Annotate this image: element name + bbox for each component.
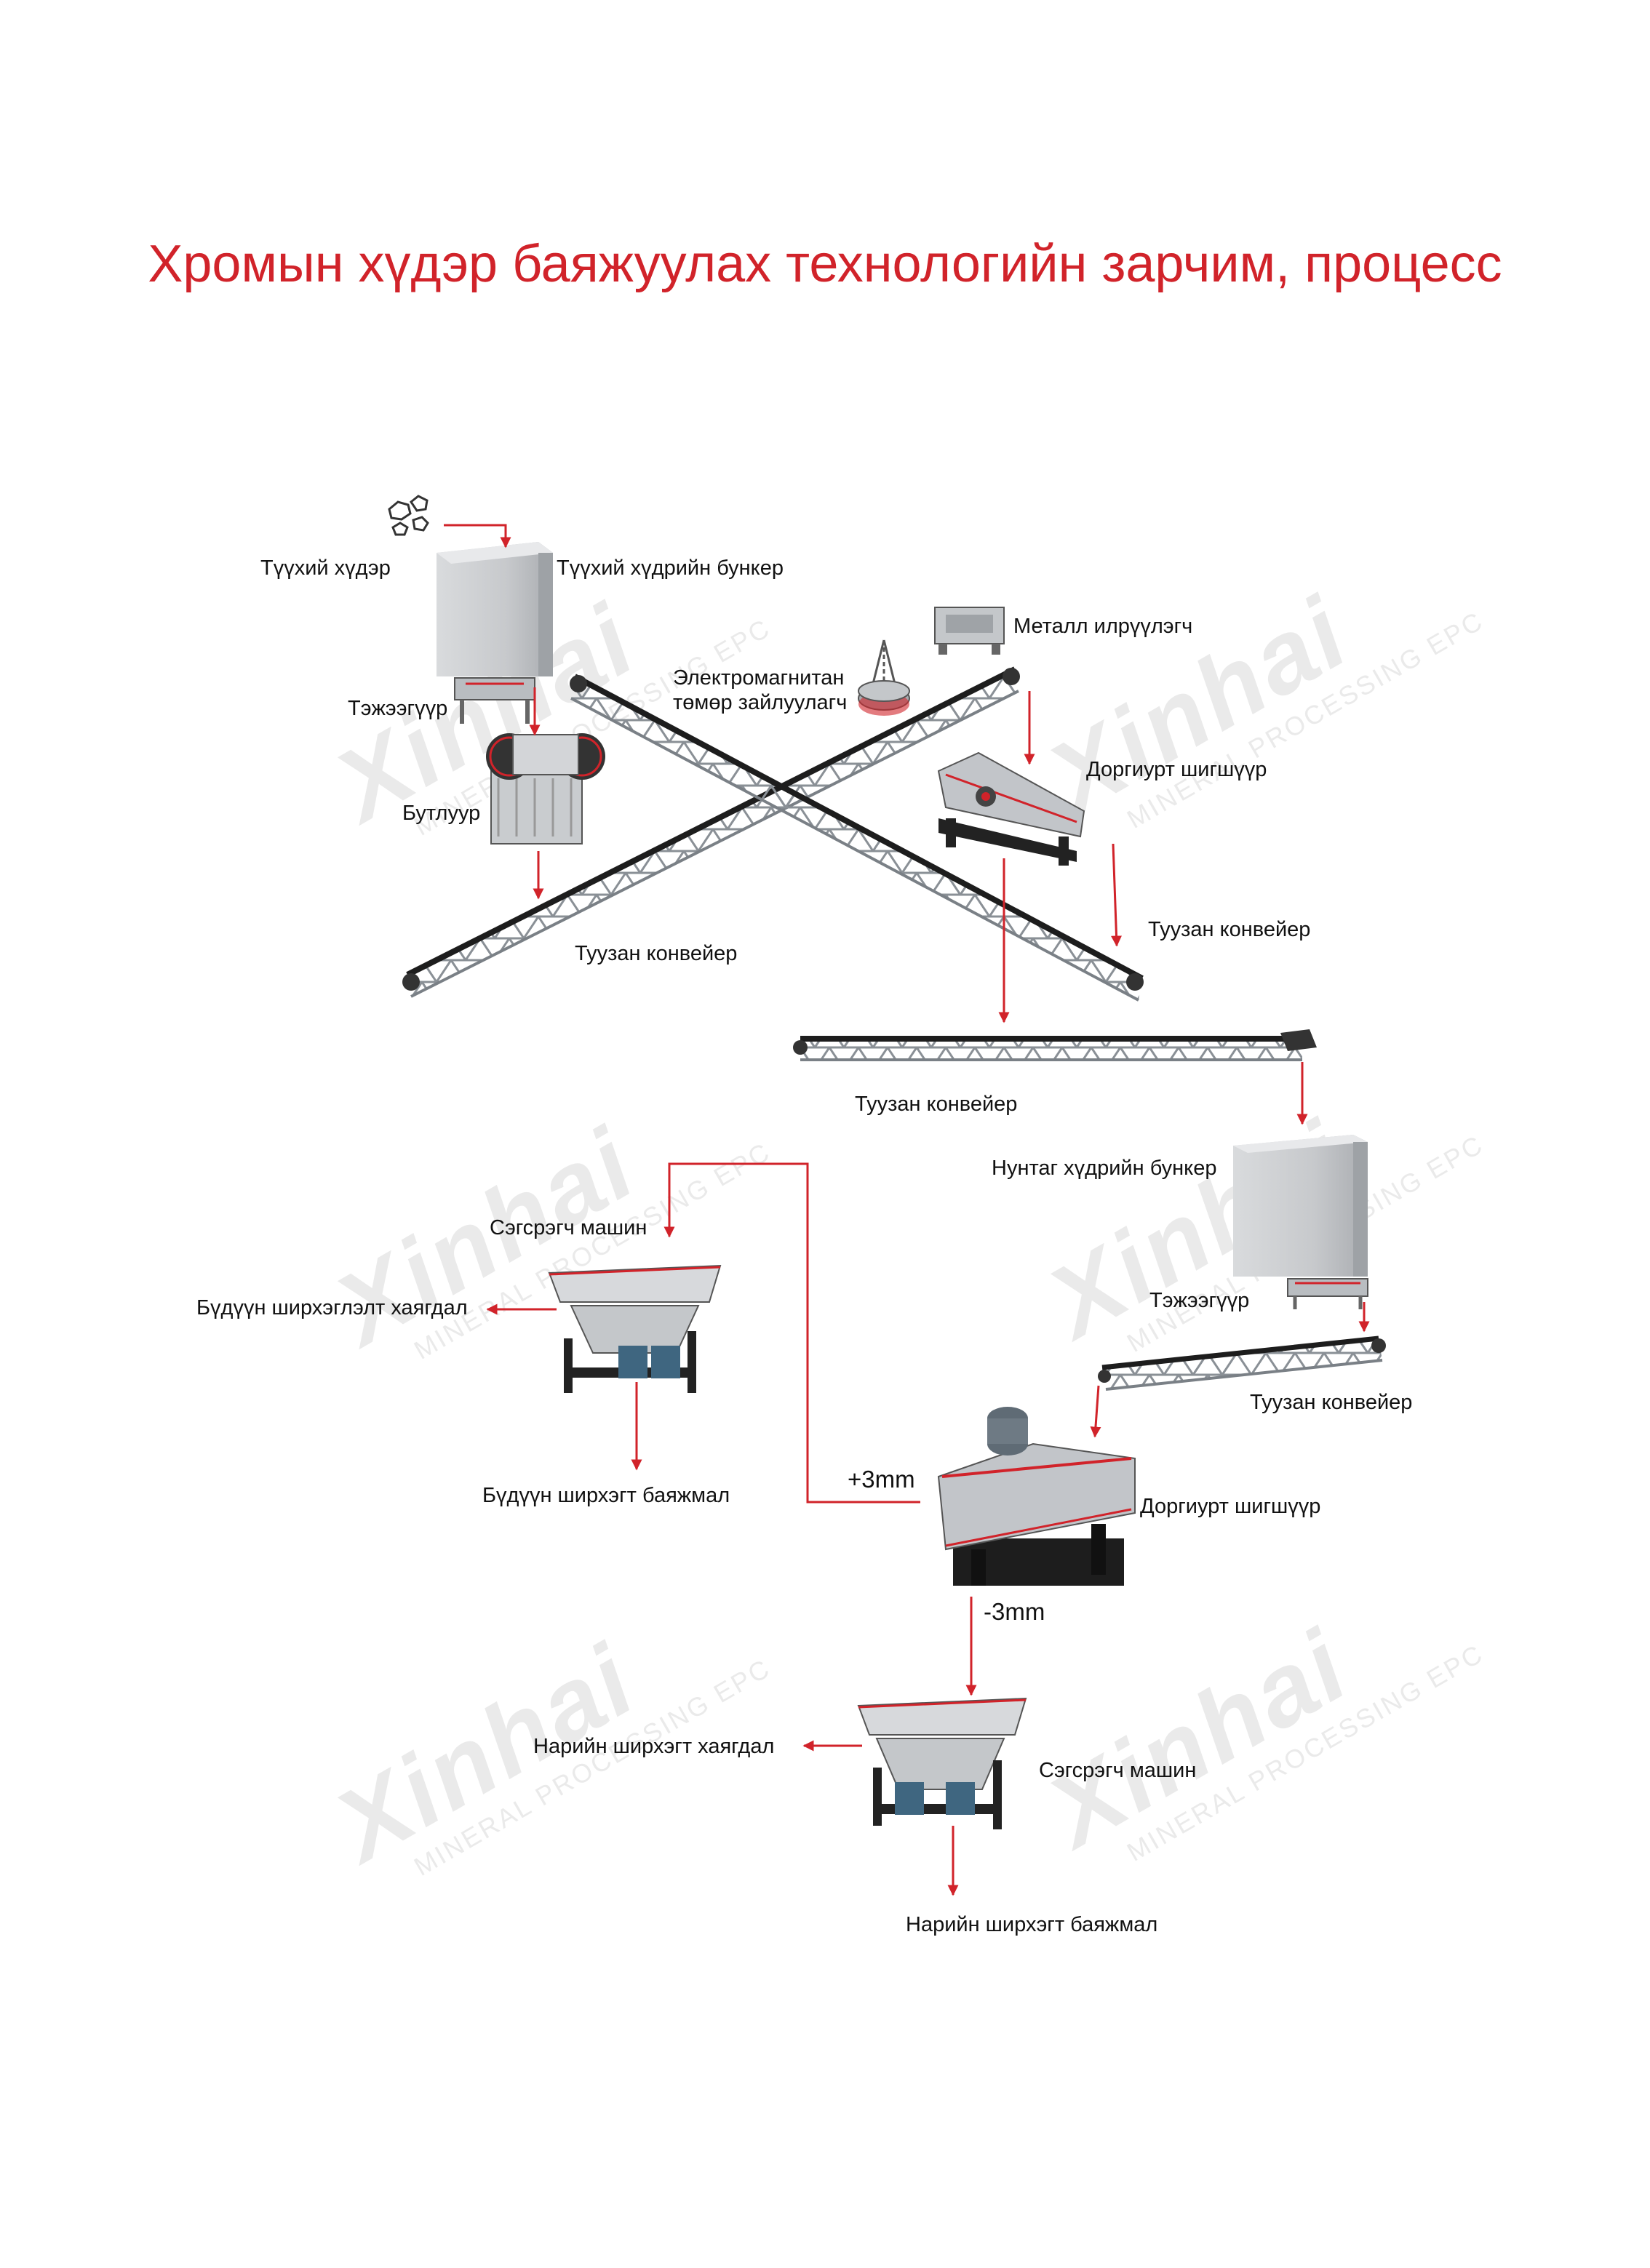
label-plus-3mm: +3mm (848, 1466, 915, 1493)
label-coarse-tailings: Бүдүүн ширхэглэлт хаягдал (196, 1296, 468, 1320)
label-belt-conveyor-3: Туузан конвейер (855, 1093, 1017, 1117)
jig-1-icon (549, 1266, 720, 1393)
label-fine-concentrate: Нарийн ширхэгт баяжмал (906, 1913, 1157, 1937)
label-crusher: Бутлуур (402, 802, 480, 826)
label-raw-ore-bin: Түүхий хүдрийн бункер (557, 556, 784, 580)
label-fine-tailings: Нарийн ширхэгт хаягдал (533, 1735, 774, 1759)
label-belt-conveyor-4: Туузан конвейер (1250, 1391, 1412, 1415)
vibrating-screen-1-icon (938, 753, 1084, 866)
feeder-1-icon (455, 678, 535, 724)
feeder-2-icon (1288, 1279, 1368, 1309)
label-belt-conveyor-1: Туузан конвейер (575, 942, 737, 966)
metal-detector-icon (935, 607, 1004, 655)
label-belt-conveyor-2: Туузан конвейер (1148, 918, 1310, 942)
electromagnet-icon (858, 640, 909, 716)
label-powder-bin: Нунтаг хүдрийн бункер (992, 1157, 1216, 1181)
label-feeder-1: Тэжээгүүр (348, 697, 447, 721)
vibrating-screen-2-icon (938, 1407, 1135, 1586)
powder-ore-bin (1233, 1135, 1368, 1277)
raw-ore-bin (437, 542, 553, 676)
raw-ore-icon (389, 496, 428, 535)
label-vibrating-screen-2: Доргиурт шигшүүр (1140, 1495, 1320, 1519)
label-jig-2: Сэгсрэгч машин (1039, 1759, 1196, 1783)
jig-2-icon (858, 1698, 1026, 1829)
label-jig-1: Сэгсрэгч машин (490, 1216, 647, 1240)
belt-conveyor-4 (1098, 1338, 1386, 1389)
label-minus-3mm: -3mm (984, 1598, 1045, 1626)
label-raw-ore: Түүхий хүдэр (260, 556, 391, 580)
label-metal-detector: Металл илрүүлэгч (1013, 615, 1192, 639)
label-feeder-2: Тэжээгүүр (1149, 1289, 1249, 1313)
crusher-icon (486, 733, 605, 844)
belt-conveyor-3 (793, 1029, 1317, 1060)
label-vibrating-screen-1: Доргиурт шигшүүр (1086, 758, 1267, 782)
label-electromagnet: Электромагнитан төмөр зайлуулагч (673, 666, 847, 715)
label-coarse-concentrate: Бүдүүн ширхэгт баяжмал (482, 1484, 730, 1508)
